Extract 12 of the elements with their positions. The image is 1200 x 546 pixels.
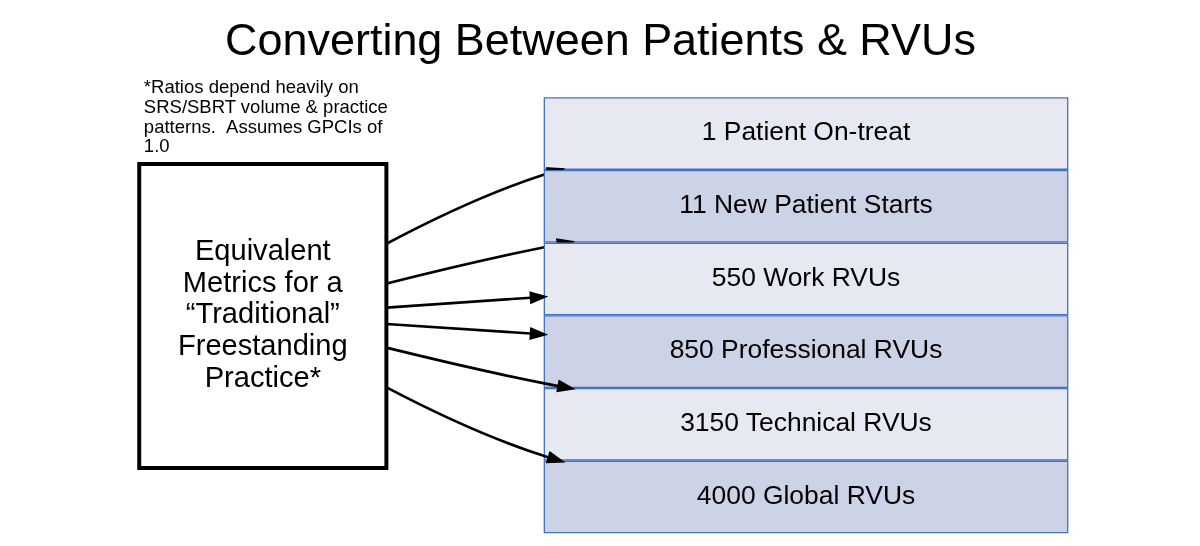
node-box: 3150 Technical RVUs bbox=[543, 388, 1068, 461]
node-box: 1 Patient On-treat bbox=[543, 97, 1068, 170]
arrow bbox=[385, 386, 565, 464]
node-box: Equivalent Metrics for a “Traditional” Freestanding Practice* bbox=[136, 161, 388, 470]
arrow bbox=[385, 322, 548, 340]
label: *Ratios depend heavily on SRS/SBRT volume & practice patterns. Assumes GPCIs of 1.0 bbox=[143, 75, 388, 157]
arrow bbox=[385, 291, 548, 309]
node-box: 850 Professional RVUs bbox=[543, 315, 1068, 388]
diagram-title: Converting Between Patients & RVUs bbox=[224, 13, 976, 65]
arrow bbox=[385, 346, 576, 393]
node-box: 4000 Global RVUs bbox=[543, 460, 1068, 534]
node-box: 550 Work RVUs bbox=[543, 242, 1068, 316]
